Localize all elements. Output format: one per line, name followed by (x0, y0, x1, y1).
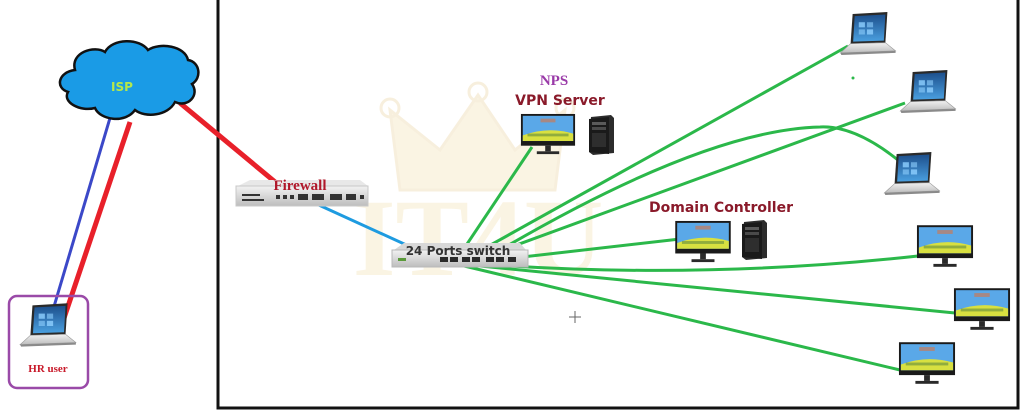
isp-cloud[interactable]: ISP (58, 40, 200, 120)
firewall-label: Firewall (273, 178, 326, 194)
hr-user-label: HR user (28, 363, 68, 375)
laptop-1-icon[interactable] (839, 12, 897, 56)
link-switch-laptop-3 (479, 125, 914, 264)
link-switch-laptop-2 (469, 101, 906, 264)
switch-node[interactable]: 24 Ports switch (391, 243, 529, 268)
monitor-icon (675, 220, 731, 263)
isp-label: ISP (111, 80, 133, 94)
laptop-2-icon[interactable] (899, 70, 957, 114)
server-tower-icon (742, 220, 767, 260)
link-hr-isp-wan (57, 121, 133, 331)
desktop-1-icon[interactable] (916, 225, 974, 267)
server-tower-icon (589, 115, 614, 155)
link-hr-isp-vpn (48, 117, 112, 321)
domain-controller-label: Domain Controller (649, 200, 793, 216)
network-frame (216, 0, 1020, 410)
desktop-3-icon[interactable] (898, 342, 956, 384)
link-switch-vpn-server (453, 146, 534, 263)
link-switch-laptop-1 (459, 44, 849, 264)
vpn-server-node[interactable]: NPS VPN Server (515, 73, 614, 155)
stray-dot (851, 76, 855, 80)
vpn-server-label: VPN Server (515, 93, 605, 109)
firewall-node[interactable]: Firewall (235, 178, 369, 207)
nps-label: NPS (540, 73, 568, 89)
link-switch-desktop-3 (459, 263, 901, 372)
crosshair-cursor-icon (569, 311, 581, 323)
switch-icon (391, 249, 529, 268)
hr-user-box (7, 294, 90, 390)
hr-user-node[interactable]: HR user (7, 294, 90, 390)
switch-label: 24 Ports switch (406, 244, 511, 258)
laptop-3-icon[interactable] (883, 152, 941, 196)
link-switch-desktop-1 (479, 254, 919, 272)
link-switch-desktop-2 (469, 263, 956, 315)
domain-controller-node[interactable]: Domain Controller (649, 200, 793, 263)
desktop-2-icon[interactable] (953, 288, 1011, 330)
